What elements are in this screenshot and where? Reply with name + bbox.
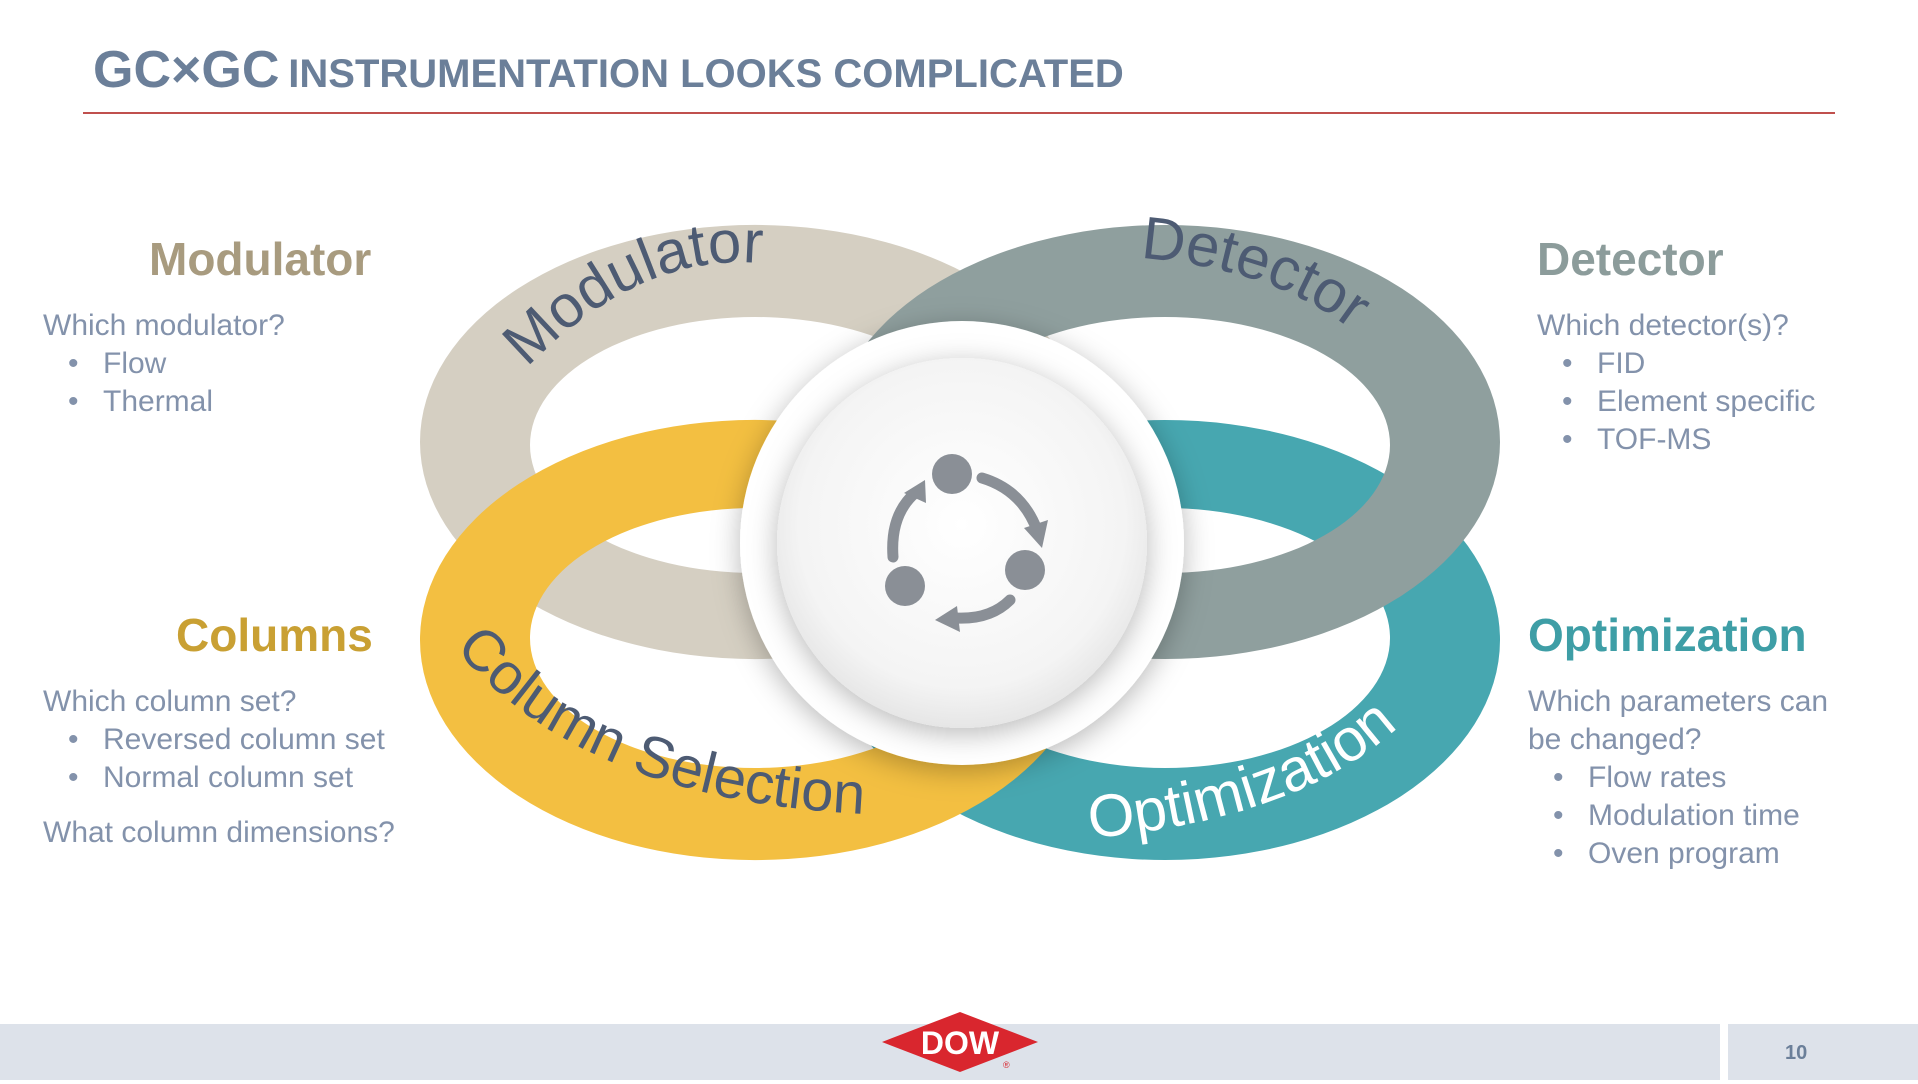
detector-heading: Detector: [1537, 233, 1724, 285]
modulator-item: Flow: [43, 345, 285, 383]
columns-panel: Which column set? Reversed column set No…: [43, 683, 395, 852]
svg-text:DOW: DOW: [921, 1025, 1000, 1061]
detector-question: Which detector(s)?: [1537, 309, 1789, 342]
detector-item: Element specific: [1537, 383, 1815, 421]
detector-panel: Which detector(s)? FID Element specific …: [1537, 307, 1815, 459]
footer-page-box: [1728, 1024, 1918, 1080]
dow-logo: DOW ®: [882, 1012, 1038, 1072]
columns-list: Reversed column set Normal column set: [43, 721, 395, 797]
detector-item: FID: [1537, 345, 1815, 383]
columns-question: Which column set?: [43, 685, 297, 718]
svg-text:®: ®: [1003, 1060, 1010, 1070]
slide-title-main: GC×GC: [93, 41, 280, 99]
modulator-list: Flow Thermal: [43, 345, 285, 421]
optimization-heading: Optimization: [1528, 609, 1807, 661]
columns-item: Normal column set: [43, 759, 395, 797]
columns-item: Reversed column set: [43, 721, 395, 759]
detector-item: TOF-MS: [1537, 421, 1815, 459]
detector-list: FID Element specific TOF-MS: [1537, 345, 1815, 459]
modulator-heading: Modulator: [149, 233, 372, 285]
title-divider: [83, 112, 1835, 114]
columns-question-2: What column dimensions?: [43, 816, 395, 849]
modulator-item: Thermal: [43, 383, 285, 421]
optimization-item: Modulation time: [1528, 797, 1868, 835]
modulator-panel: Which modulator? Flow Thermal: [43, 307, 285, 421]
optimization-item: Flow rates: [1528, 759, 1868, 797]
slide-title-rest: INSTRUMENTATION LOOKS COMPLICATED: [288, 52, 1124, 96]
slide-title: GC×GC INSTRUMENTATION LOOKS COMPLICATED: [93, 40, 1124, 100]
footer-bar: [0, 1024, 1720, 1080]
page-number: 10: [1785, 1042, 1808, 1064]
modulator-question: Which modulator?: [43, 309, 285, 342]
columns-heading: Columns: [176, 609, 373, 661]
optimization-panel: Which parameters can be changed? Flow ra…: [1528, 683, 1868, 873]
optimization-question: Which parameters can be changed?: [1528, 685, 1829, 756]
center-circle: [777, 358, 1147, 728]
optimization-list: Flow rates Modulation time Oven program: [1528, 759, 1868, 873]
optimization-item: Oven program: [1528, 835, 1868, 873]
cycle-arrows-icon: [885, 454, 1048, 632]
